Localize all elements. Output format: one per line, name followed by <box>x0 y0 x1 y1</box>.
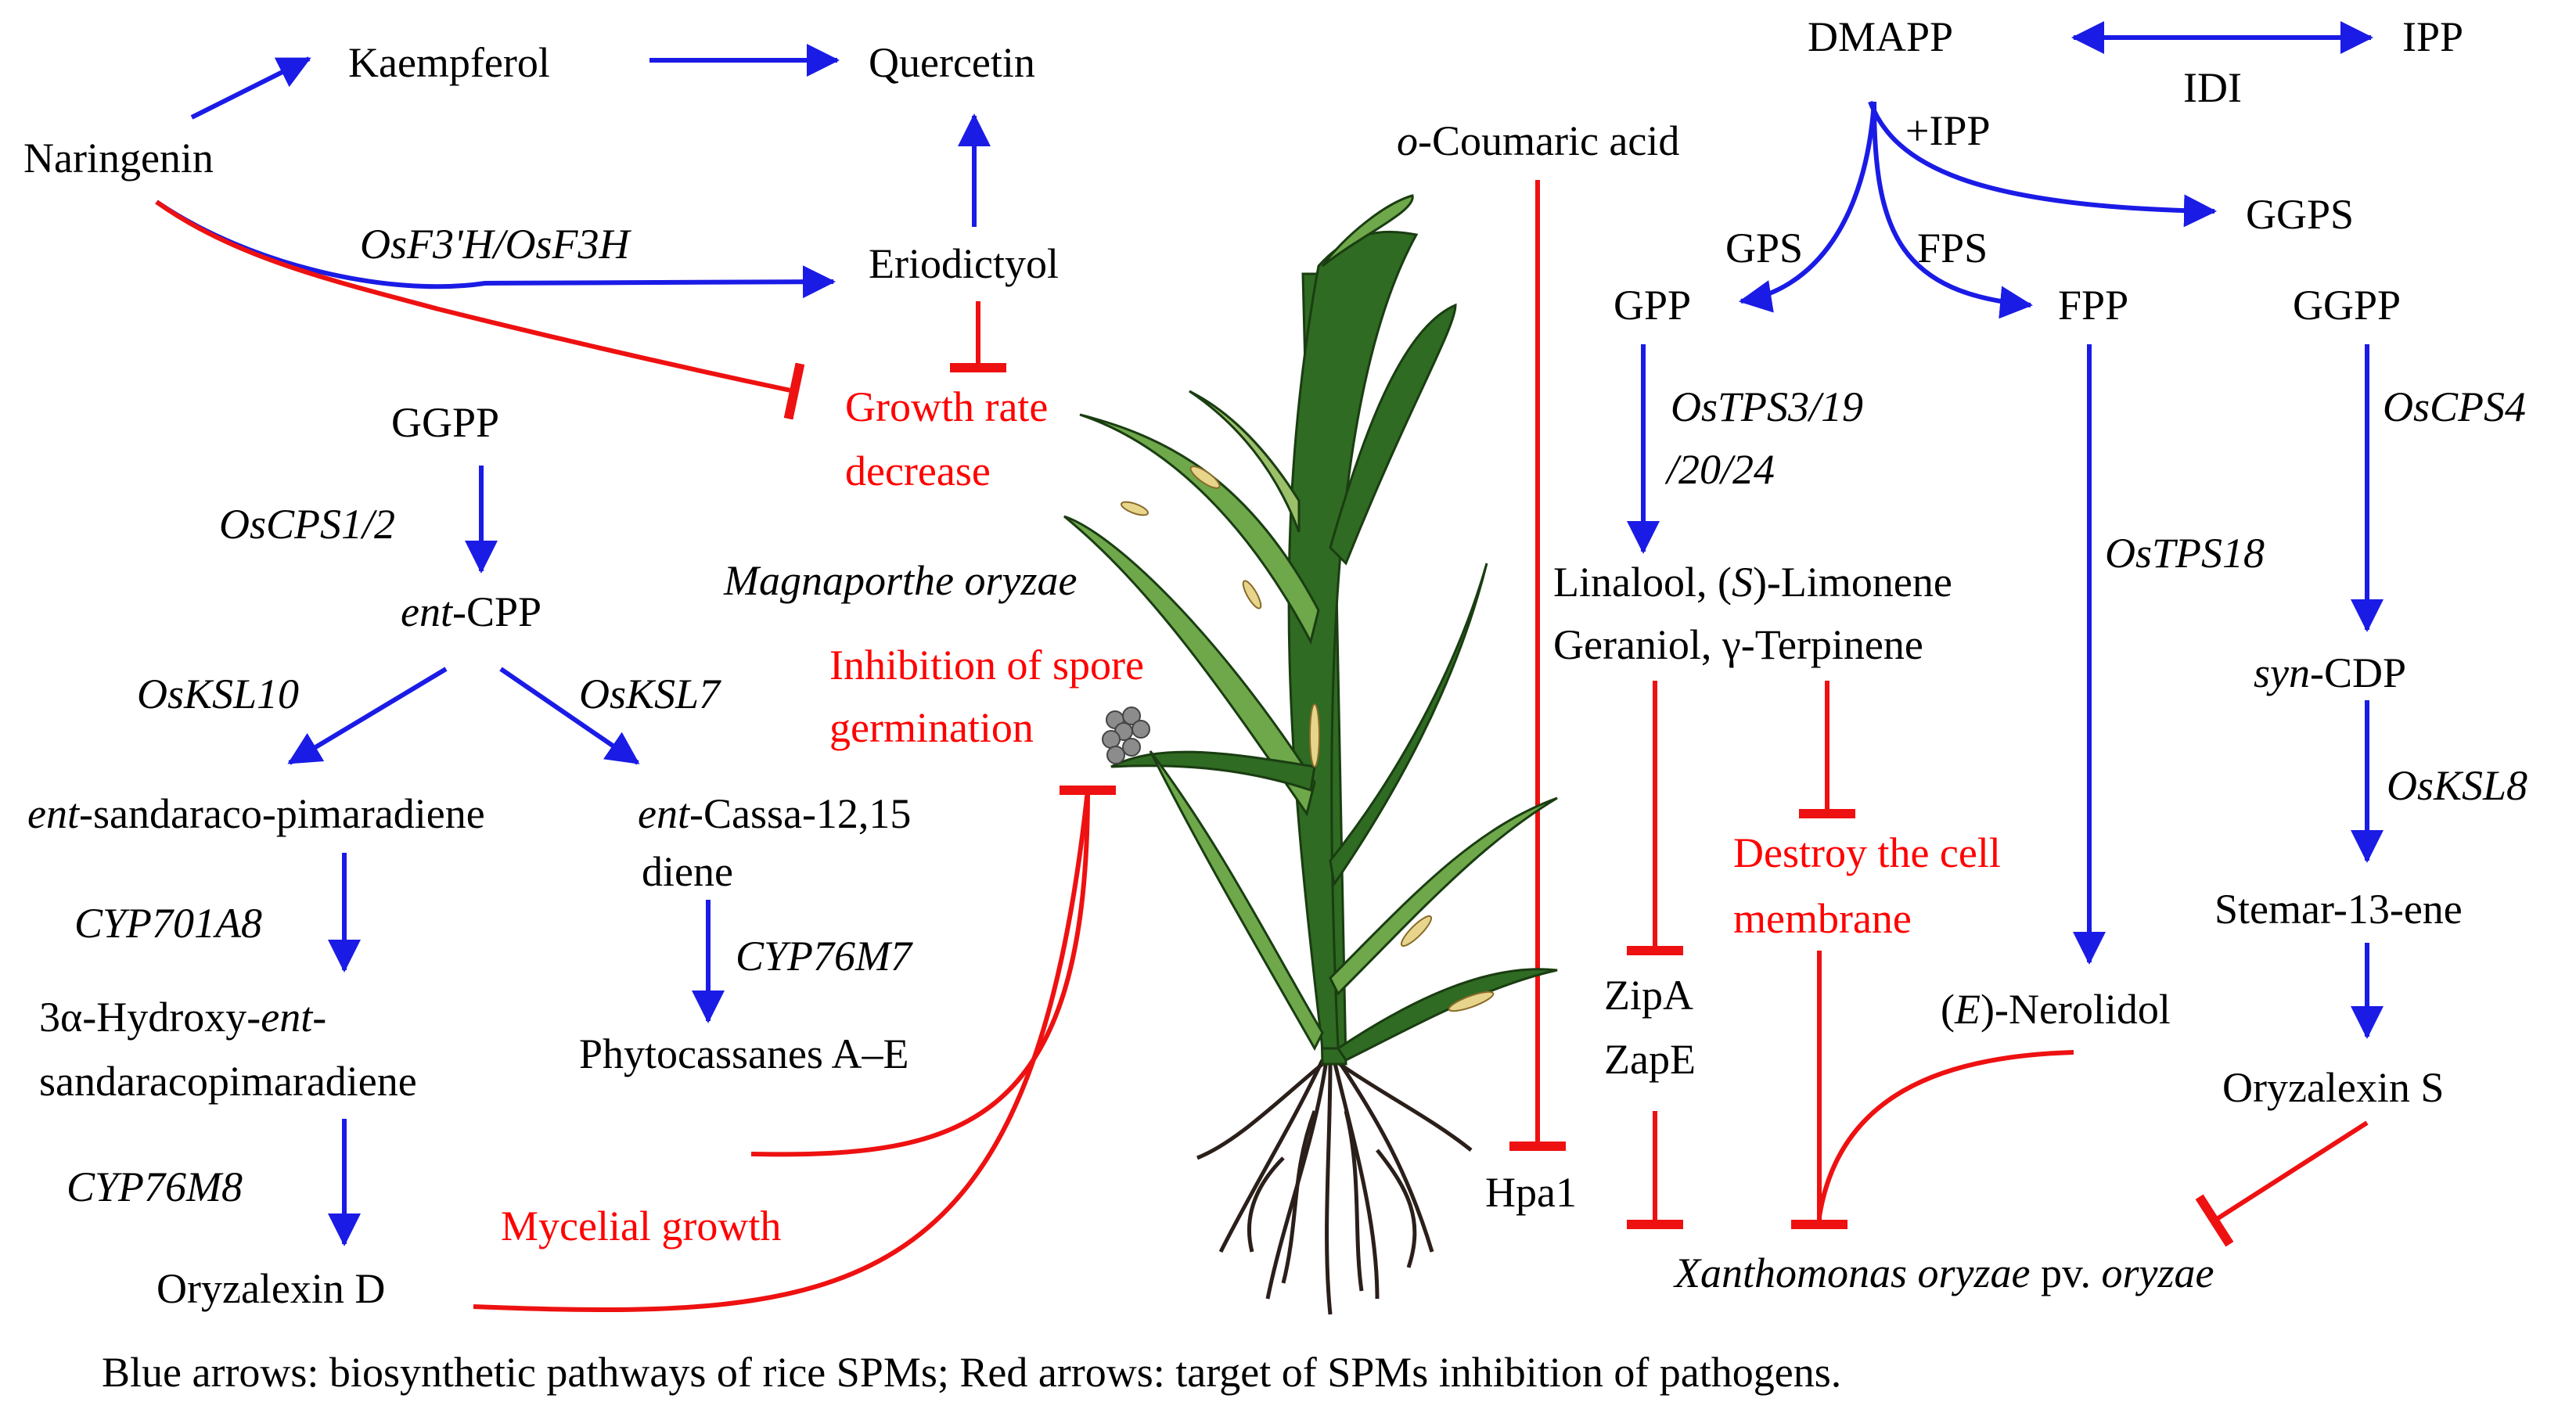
inhibit-oryzalexins-xanthomonas <box>2195 1120 2369 1247</box>
node-ggpp-left: GGPP <box>391 399 499 446</box>
effect-growth-rate-line1: Growth rate <box>845 383 1048 430</box>
node-oryzalexin-s: Oryzalexin S <box>2222 1064 2444 1111</box>
inhibit-nerolidol-xanthomonas <box>1817 1050 2074 1217</box>
node-hydroxy-line2: sandaracopimaradiene <box>39 1058 417 1105</box>
effect-inhibition-spore-line2: germination <box>829 704 1034 751</box>
node-fpp: FPP <box>2058 282 2128 329</box>
node-dmapp: DMAPP <box>1808 13 1953 60</box>
node-ent-cassa-line2: diene <box>642 848 733 895</box>
enzyme-ostps18: OsTPS18 <box>2105 530 2265 577</box>
enzyme-osksl10: OsKSL10 <box>137 671 299 717</box>
enzyme-gps: GPS <box>1725 225 1803 271</box>
effect-destroy-membrane-line1: Destroy the cell <box>1733 829 2001 876</box>
node-naringenin: Naringenin <box>23 135 214 182</box>
enzyme-ostps-line1: OsTPS3/19 <box>1671 383 1863 430</box>
inhibit-naringenin-growth <box>155 200 805 420</box>
enzyme-osf3h: OsF3'H/OsF3H <box>360 221 632 268</box>
lesions <box>1120 466 1495 1012</box>
node-syn-cdp: syn-CDP <box>2254 649 2406 696</box>
node-hydroxy-line1: 3α-Hydroxy-ent- <box>39 994 326 1041</box>
node-linalool-limonene: Linalool, (S)-Limonene <box>1553 559 1952 606</box>
effect-destroy-membrane-line2: membrane <box>1733 895 1912 942</box>
label-magnaporthe-oryzae: Magnaporthe oryzae <box>723 557 1077 604</box>
arrow-entcpp-sandaraco <box>287 667 448 765</box>
enzyme-osksl7: OsKSL7 <box>579 671 721 717</box>
effect-growth-rate-line2: decrease <box>845 448 991 494</box>
enzyme-cyp76m7: CYP76M7 <box>736 933 913 980</box>
node-kaempferol: Kaempferol <box>348 39 550 86</box>
node-ggps: GGPS <box>2246 191 2354 238</box>
node-ent-sandaraco-pimaradiene: ent-sandaraco-pimaradiene <box>27 790 485 837</box>
enzyme-osksl8: OsKSL8 <box>2387 762 2527 809</box>
node-hpa1: Hpa1 <box>1485 1169 1577 1216</box>
node-ent-cpp: ent-CPP <box>401 588 541 635</box>
effect-inhibition-spore-line1: Inhibition of spore <box>829 642 1144 689</box>
enzyme-ostps-line2: /20/24 <box>1664 446 1775 493</box>
node-zipa: ZipA <box>1604 972 1693 1019</box>
node-oryzalexin-d: Oryzalexin D <box>157 1265 385 1312</box>
inhibit-oryzalexind-spore <box>473 789 1090 1312</box>
enzyme-cyp701a8: CYP701A8 <box>74 900 262 947</box>
arrow-dmapp-fpp <box>1872 101 2033 319</box>
inhibition-arrows <box>155 180 2369 1312</box>
arrow-dmapp-gpp <box>1739 101 1876 313</box>
arrow-dmapp-ggps <box>1868 100 2217 228</box>
figure-caption: Blue arrows: biosynthetic pathways of ri… <box>102 1349 1841 1396</box>
node-phytocassanes: Phytocassanes A–E <box>579 1030 908 1077</box>
node-stemar-13-ene: Stemar-13-ene <box>2214 886 2463 933</box>
inhibit-mycelial-spore <box>750 785 1117 1157</box>
node-gpp: GPP <box>1614 282 1691 329</box>
biosynthesis-arrows <box>155 21 2384 1246</box>
label-xanthomonas-oryzae: Xanthomonas oryzae pv. oryzae <box>1673 1249 2214 1296</box>
arrow-naringenin-kaempferol <box>190 56 311 120</box>
node-eriodictyol: Eriodictyol <box>869 240 1059 287</box>
label-plus-ipp: +IPP <box>1905 107 1991 154</box>
enzyme-oscps4: OsCPS4 <box>2383 383 2526 430</box>
effect-mycelial-growth: Mycelial growth <box>501 1203 781 1249</box>
node-geraniol-terpinene: Geraniol, γ-Terpinene <box>1553 621 1923 668</box>
enzyme-oscps12: OsCPS1/2 <box>219 501 395 548</box>
node-e-nerolidol: (E)-Nerolidol <box>1941 986 2171 1033</box>
node-quercetin: Quercetin <box>869 39 1035 86</box>
roots <box>1196 1059 1473 1315</box>
node-ggpp-right: GGPP <box>2293 282 2401 329</box>
node-ent-cassa-line1: ent-Cassa-12,15 <box>638 790 911 837</box>
rice-plant-icon <box>1063 194 1558 1315</box>
fungal-spores-icon <box>1102 706 1150 764</box>
arrow-entcpp-cassa <box>499 667 640 765</box>
node-o-coumaric-acid: o-Coumaric acid <box>1397 117 1679 164</box>
node-zape: ZapE <box>1604 1036 1696 1083</box>
enzyme-fps: FPS <box>1917 225 1988 271</box>
enzyme-cyp76m8: CYP76M8 <box>67 1163 243 1210</box>
node-ipp: IPP <box>2402 13 2463 60</box>
enzyme-idi: IDI <box>2183 64 2242 111</box>
leaves <box>1063 194 1558 1062</box>
